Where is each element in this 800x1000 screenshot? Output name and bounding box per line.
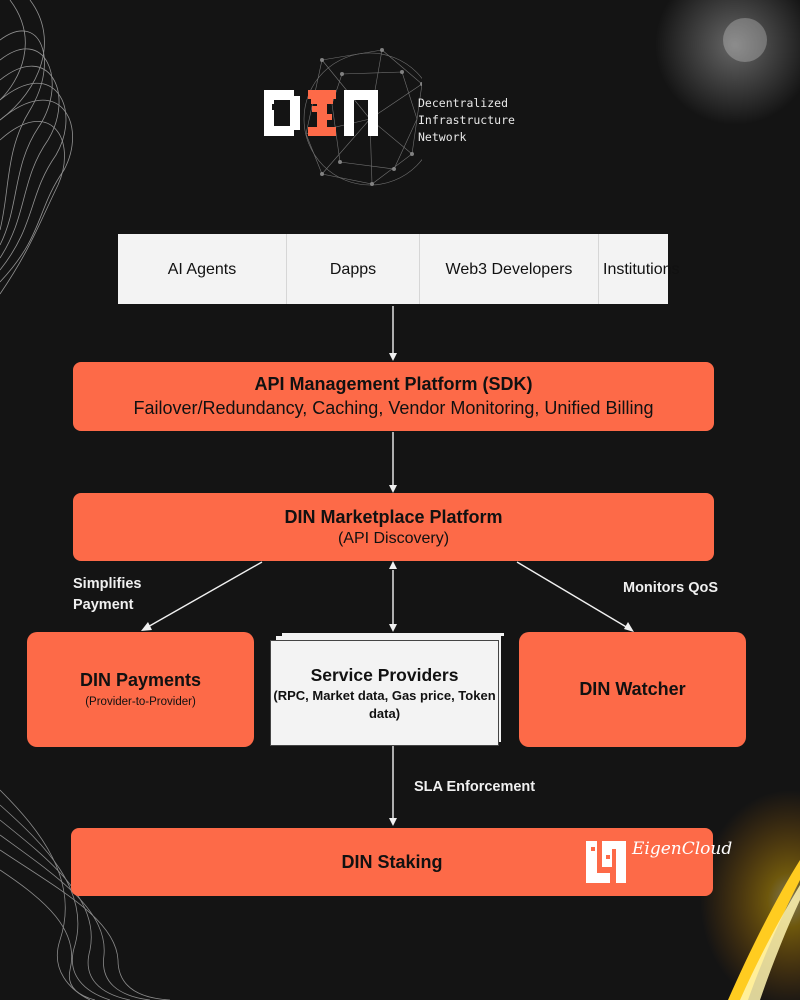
- edge-label-sla-enforcement: SLA Enforcement: [414, 779, 536, 795]
- edge-label-simplifies-payment: Simplifies Payment: [73, 576, 142, 613]
- service-providers-box: Service Providers (RPC, Market data, Gas…: [270, 640, 499, 746]
- golden-glow: [700, 790, 800, 1000]
- arrowhead: [389, 624, 397, 632]
- arrowhead: [389, 485, 397, 493]
- connector-arrows: [141, 306, 634, 826]
- tagline-line: Network: [418, 130, 467, 144]
- watcher-title: DIN Watcher: [579, 679, 686, 699]
- arrowhead: [389, 561, 397, 569]
- din-payments-box: DIN Payments (Provider-to-Provider): [27, 632, 254, 747]
- arrowhead: [389, 818, 397, 826]
- service-providers-subtitle: (RPC, Market data, Gas price, Token data…: [273, 688, 496, 721]
- arrowhead: [141, 622, 152, 631]
- tagline-line: Infrastructure: [418, 113, 515, 127]
- eigencloud-wordmark: EigenCloud: [632, 839, 733, 859]
- api-platform-title: API Management Platform (SDK): [254, 374, 533, 394]
- api-management-platform-box: API Management Platform (SDK) Failover/R…: [73, 362, 714, 431]
- arrow-marketplace-to-watcher: [516, 561, 629, 629]
- logo-letter-i: [308, 90, 336, 136]
- audience-bar: AI Agents Dapps Web3 Developers Institut…: [118, 234, 679, 304]
- service-providers-title: Service Providers: [310, 665, 459, 685]
- eigencloud-mark-icon: [586, 841, 626, 883]
- audience-dapps: Dapps: [286, 234, 419, 304]
- api-platform-subtitle: Failover/Redundancy, Caching, Vendor Mon…: [133, 398, 654, 418]
- edge-label-monitors-qos: Monitors QoS: [623, 580, 719, 596]
- logo-letter-d: [264, 90, 300, 136]
- arrow-marketplace-to-payments: [145, 561, 263, 629]
- wave-lines-top-left: [0, 0, 73, 295]
- logo-letter-n: [344, 90, 378, 136]
- din-watcher-box: DIN Watcher: [519, 632, 746, 747]
- audience-web3-developers: Web3 Developers: [419, 234, 598, 304]
- payments-title: DIN Payments: [79, 670, 202, 690]
- arrowhead: [389, 353, 397, 361]
- marketplace-subtitle: (API Discovery): [337, 529, 450, 547]
- din-logo: [264, 48, 422, 186]
- marketplace-platform-box: DIN Marketplace Platform (API Discovery): [73, 493, 714, 561]
- logo-tagline: Decentralized Infrastructure Network: [418, 95, 568, 146]
- payments-subtitle: (Provider-to-Provider): [85, 696, 196, 708]
- halo-glow: [655, 0, 800, 125]
- audience-ai-agents: AI Agents: [167, 260, 237, 278]
- staking-title: DIN Staking: [341, 851, 443, 872]
- arrowhead: [624, 622, 634, 632]
- eigencloud-logo: EigenCloud: [586, 839, 733, 885]
- wave-lines-bottom-left: [0, 789, 171, 1000]
- audience-institutions: Institutions: [598, 234, 683, 304]
- tagline-line: Decentralized: [418, 96, 509, 110]
- marketplace-title: DIN Marketplace Platform: [284, 506, 503, 527]
